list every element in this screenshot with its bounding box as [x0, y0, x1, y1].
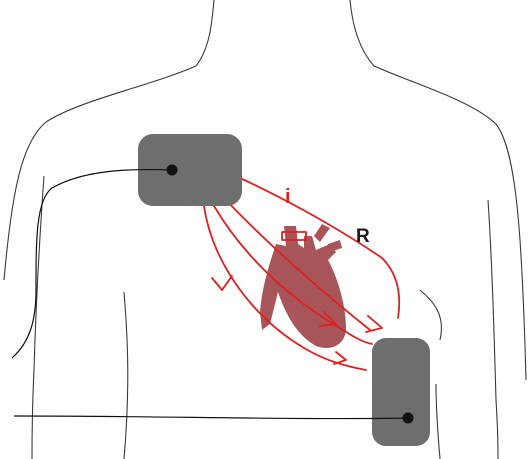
arrowhead-4 — [212, 276, 232, 290]
right-shoulder — [374, 66, 526, 380]
right-torso-side — [420, 290, 441, 340]
current-label: i — [285, 186, 291, 208]
lower-pad-wire — [14, 416, 408, 419]
resistance-label: R — [356, 226, 370, 247]
right-arm-inner — [488, 200, 498, 459]
neck-left — [196, 0, 214, 66]
heart-icon — [260, 224, 346, 348]
lower-pad — [372, 338, 430, 446]
neck-right — [350, 0, 374, 66]
left-torso-side — [124, 292, 128, 459]
right-lower-side — [436, 384, 440, 459]
torso-outline — [4, 0, 526, 459]
